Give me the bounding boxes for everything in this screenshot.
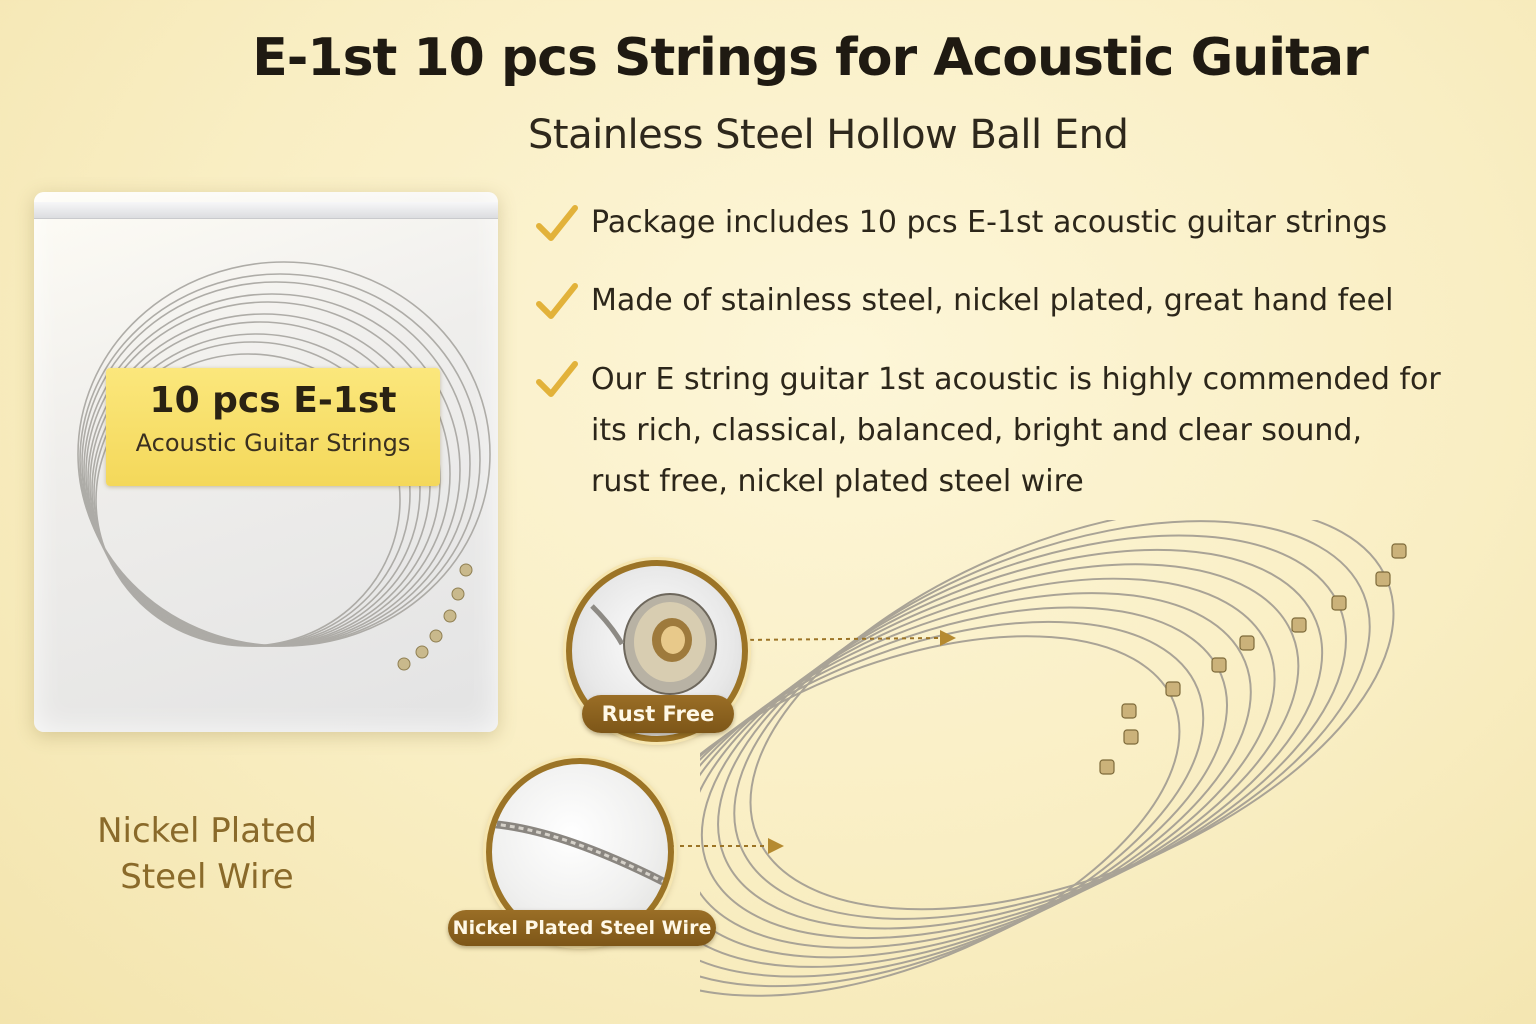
rust-free-badge: Rust Free (582, 695, 734, 733)
check-icon (536, 205, 578, 241)
feature-item: Made of stainless steel, nickel plated, … (535, 276, 1515, 326)
side-caption-line: Nickel Plated (97, 811, 317, 851)
page-subtitle: Stainless Steel Hollow Ball End (528, 112, 1129, 158)
feature-text-line: Our E string guitar 1st acoustic is high… (591, 362, 1441, 397)
page-title: E-1st 10 pcs Strings for Acoustic Guitar (252, 28, 1368, 88)
check-icon (536, 283, 578, 319)
feature-text: Package includes 10 pcs E-1st acoustic g… (591, 205, 1388, 240)
bag-zipper (34, 202, 498, 219)
feature-text-line: its rich, classical, balanced, bright an… (591, 413, 1363, 448)
package-label-sub: Acoustic Guitar Strings (135, 429, 411, 457)
package-label-main: 10 pcs E-1st (149, 380, 397, 421)
side-caption-line: Steel Wire (120, 857, 294, 897)
feature-text-line: rust free, nickel plated steel wire (591, 464, 1084, 499)
nickel-plated-wire-badge: Nickel Plated Steel Wire (448, 910, 716, 946)
feature-item: Package includes 10 pcs E-1st acoustic g… (535, 198, 1515, 248)
ball-end-icon (590, 593, 717, 695)
wire-strand-icon (492, 820, 668, 888)
strings-rings-graphic (700, 520, 1407, 997)
package-bag-image: 10 pcs E-1st Acoustic Guitar Strings (34, 192, 498, 732)
feature-item: Our E string guitar 1st acoustic is high… (535, 354, 1515, 507)
package-label: 10 pcs E-1st Acoustic Guitar Strings (106, 368, 440, 486)
check-icon (536, 361, 578, 397)
coiled-strings-graphic (77, 261, 491, 671)
feature-text: Made of stainless steel, nickel plated, … (591, 283, 1394, 318)
side-caption: Nickel Plated Steel Wire (72, 808, 342, 900)
feature-list: Package includes 10 pcs E-1st acoustic g… (535, 198, 1515, 507)
